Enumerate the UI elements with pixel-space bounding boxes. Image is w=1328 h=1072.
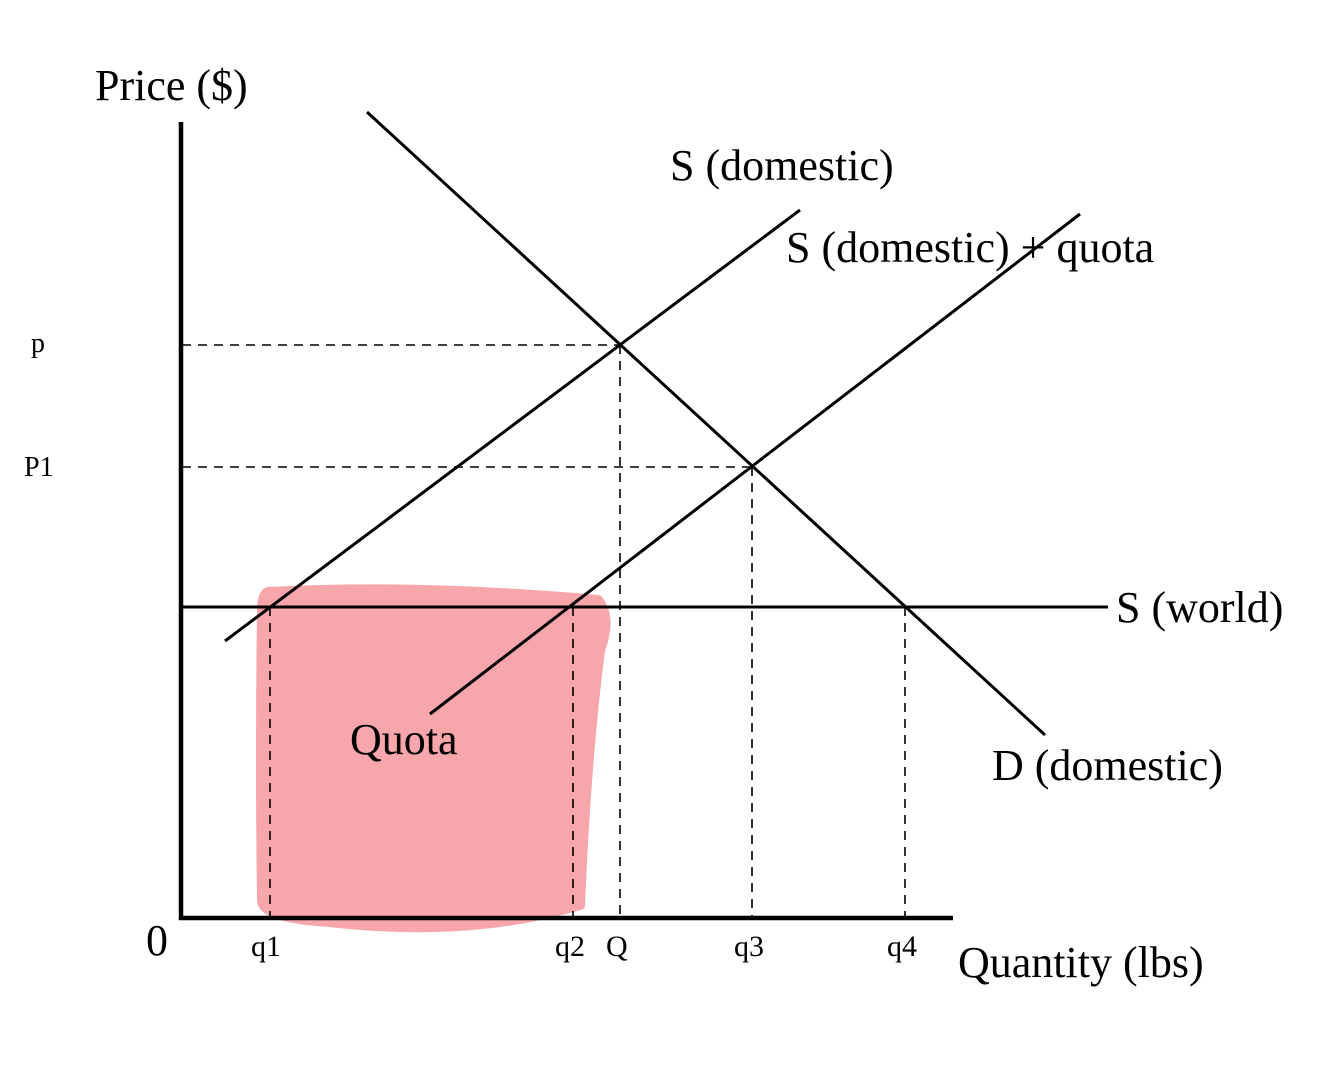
x-axis-label: Quantity (lbs) [958, 938, 1204, 987]
quota-label: Quota [350, 715, 458, 764]
quantity-label-q3: q3 [734, 930, 764, 963]
supply-domestic-curve [224, 208, 801, 643]
supply-world-label: S (world) [1116, 583, 1283, 632]
supply-domestic-label: S (domestic) [670, 141, 894, 190]
price-label-p: p [31, 328, 45, 359]
origin-label: 0 [146, 916, 168, 965]
demand-domestic-label: D (domestic) [992, 741, 1223, 790]
quantity-label-q2: q2 [555, 930, 585, 963]
y-axis-label: Price ($) [95, 61, 248, 110]
demand-domestic-curve [365, 110, 1047, 737]
price-label-p1: P1 [24, 452, 54, 483]
quantity-label-Q: Q [606, 930, 628, 963]
quantity-label-q1: q1 [251, 930, 281, 963]
supply-domestic-quota-label: S (domestic) + quota [786, 223, 1154, 272]
quantity-label-q4: q4 [887, 930, 917, 963]
supply-domestic-quota-curve [429, 212, 1081, 716]
